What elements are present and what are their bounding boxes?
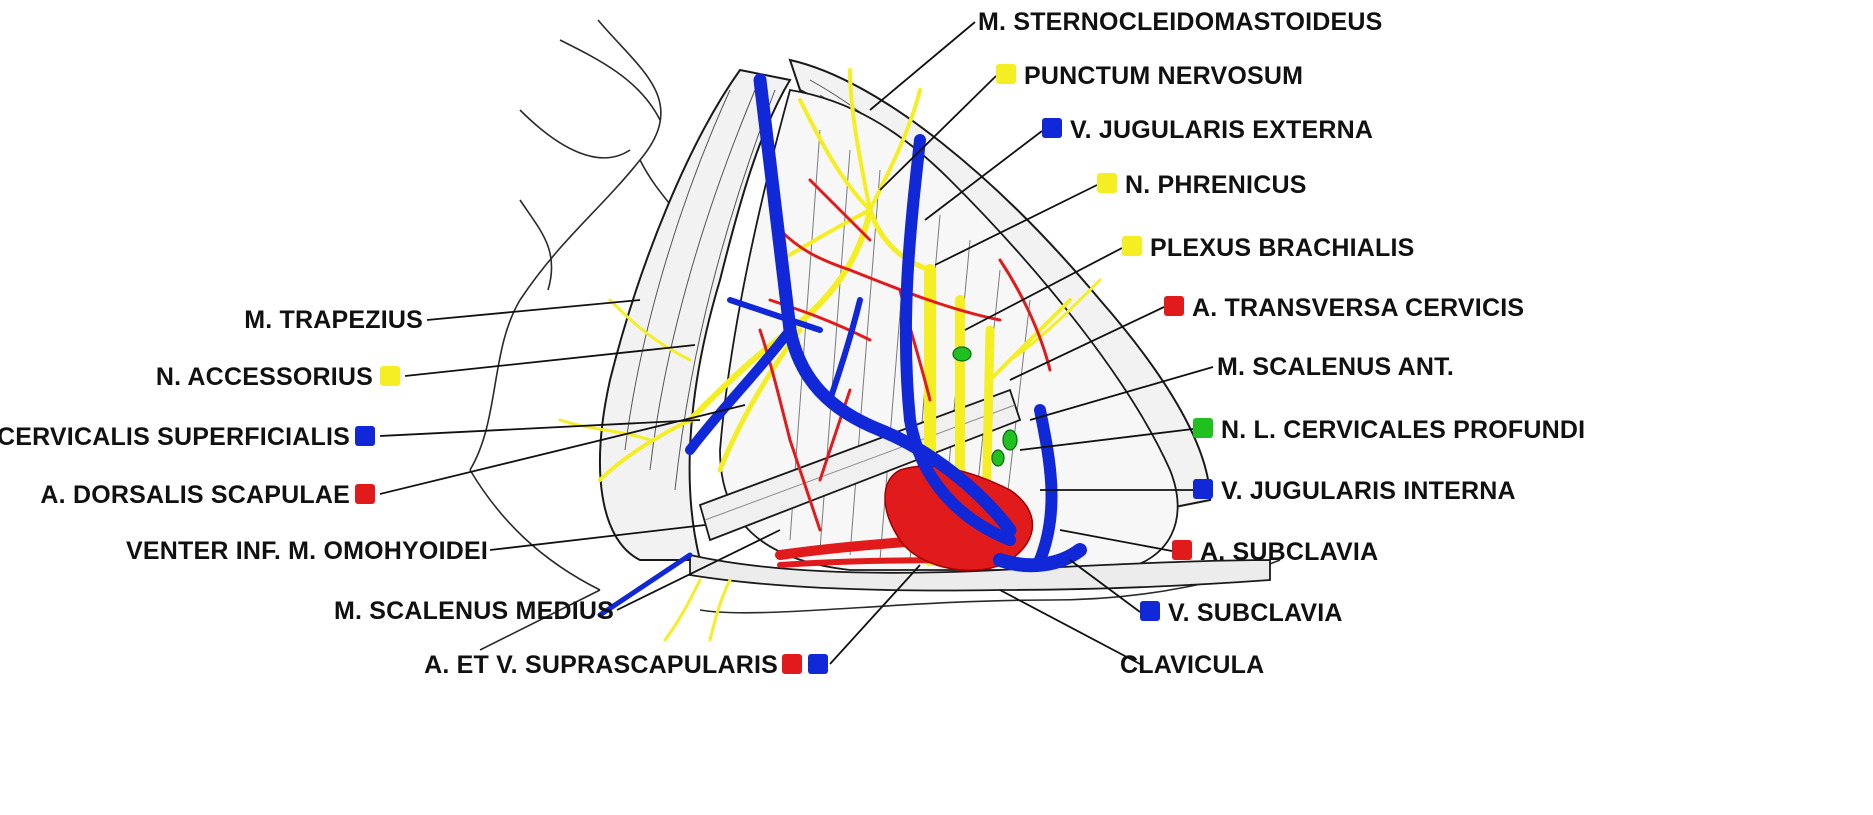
label-punctum-nervosum: PUNCTUM NERVOSUM [1024, 62, 1303, 90]
lymph-color-key [1193, 418, 1213, 438]
artery-color-key [782, 654, 802, 674]
label-v-jugularis-interna: V. JUGULARIS INTERNA [1221, 477, 1516, 505]
label-m-scalenus-ant: M. SCALENUS ANT. [1217, 353, 1454, 381]
label-n-l-cervicales-profundi: N. L. CERVICALES PROFUNDI [1221, 416, 1585, 444]
label-a-transversa-cervicis: A. TRANSVERSA CERVICIS [1192, 294, 1524, 322]
label-a-et-v-suprascapularis: A. ET V. SUPRASCAPULARIS [424, 651, 778, 679]
vein-color-key [1042, 118, 1062, 138]
nerve-color-key [996, 64, 1016, 84]
label-m-sternocleidomastoideus: M. STERNOCLEIDOMASTOIDEUS [978, 8, 1383, 36]
artery-color-key [1164, 296, 1184, 316]
vein-color-key [808, 654, 828, 674]
label-m-scalenus-medius: M. SCALENUS MEDIUS [334, 597, 614, 625]
lymph-node [953, 347, 971, 361]
label-v-jugularis-externa: V. JUGULARIS EXTERNA [1070, 116, 1373, 144]
label-n-accessorius: N. ACCESSORIUS [156, 363, 373, 391]
vein-color-key [1140, 601, 1160, 621]
lymph-node [992, 450, 1004, 466]
label-clavicula: CLAVICULA [1120, 651, 1264, 679]
vein-color-key [355, 426, 375, 446]
label-a-dorsalis-scapulae: A. DORSALIS SCAPULAE [40, 481, 350, 509]
labels-left: M. TRAPEZIUS N. ACCESSORIUS V. CERVICALI… [0, 306, 828, 679]
label-v-subclavia: V. SUBCLAVIA [1168, 599, 1343, 627]
label-n-phrenicus: N. PHRENICUS [1125, 171, 1307, 199]
lymph-node [1003, 430, 1017, 450]
nerve-color-key [380, 366, 400, 386]
vein-color-key [1193, 479, 1213, 499]
label-venter-inf-m-omohyoidei: VENTER INF. M. OMOHYOIDEI [126, 537, 488, 565]
artery-color-key [1172, 540, 1192, 560]
label-m-trapezius: M. TRAPEZIUS [244, 306, 423, 334]
nerve-color-key [1097, 173, 1117, 193]
label-a-subclavia: A. SUBCLAVIA [1200, 538, 1378, 566]
label-plexus-brachialis: PLEXUS BRACHIALIS [1150, 234, 1415, 262]
nerve-color-key [1122, 236, 1142, 256]
label-v-cervicalis-superficialis: V. CERVICALIS SUPERFICIALIS [0, 423, 350, 451]
artery-color-key [355, 484, 375, 504]
